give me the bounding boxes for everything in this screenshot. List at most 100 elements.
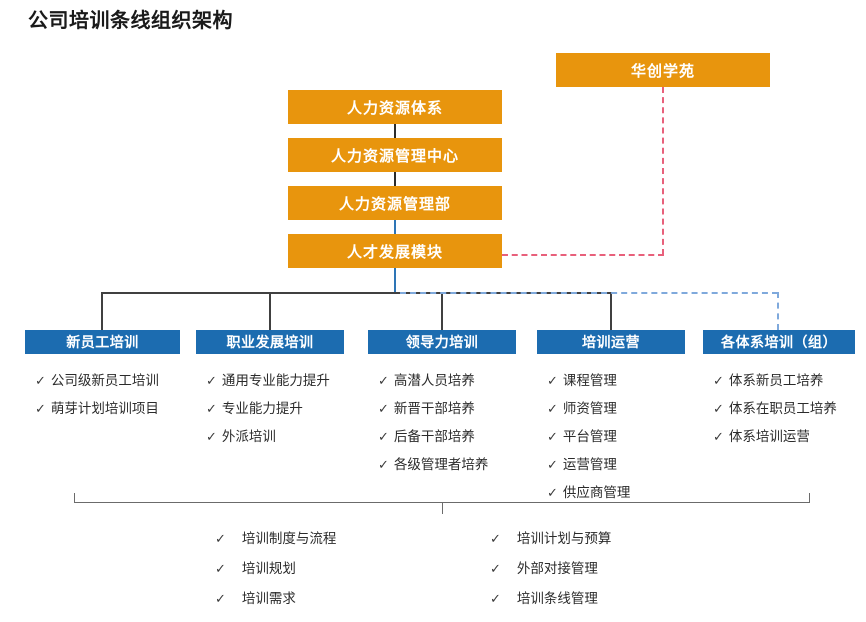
list-item: ✓体系新员工培养 xyxy=(703,367,855,395)
check-icon: ✓ xyxy=(547,429,558,444)
branch-distribution-bar xyxy=(101,292,611,294)
list-item: ✓运营管理 xyxy=(537,451,685,479)
bottom-list-left: ✓ 培训制度与流程 ✓ 培训规划 ✓ 培训需求 xyxy=(215,524,336,614)
list-item: ✓ 培训需求 xyxy=(215,584,336,614)
column-header[interactable]: 培训运营 xyxy=(537,330,685,354)
check-icon: ✓ xyxy=(378,401,389,416)
check-icon: ✓ xyxy=(206,401,217,416)
list-item: ✓外部对接管理 xyxy=(490,554,611,584)
column-leadership-training: 领导力培训 ✓ 高潜人员培养 ✓ 新晋干部培养 ✓ 后备干部培养 ✓ 各级管理者培养 xyxy=(368,330,516,479)
org-box-hr-system[interactable]: 人力资源体系 xyxy=(288,90,502,124)
check-icon: ✓ xyxy=(215,561,226,576)
column-new-employee-training: 新员工培训 ✓公司级新员工培训 ✓萌芽计划培训项目 xyxy=(25,330,180,423)
list-item: ✓ 培训条线管理 xyxy=(490,584,611,614)
check-icon: ✓ xyxy=(378,373,389,388)
list-item-label: 平台管理 xyxy=(562,429,617,444)
check-icon: ✓ xyxy=(215,591,226,606)
list-item-label: 公司级新员工培训 xyxy=(50,373,159,388)
list-item-label: 后备干部培养 xyxy=(393,429,475,444)
check-icon: ✓ xyxy=(206,429,217,444)
column-training-operations: 培训运营 ✓课程管理 ✓ 师资管理 ✓ 平台管理 ✓运营管理 ✓ 供应商管理 xyxy=(537,330,685,507)
column-item-list: ✓课程管理 ✓ 师资管理 ✓ 平台管理 ✓运营管理 ✓ 供应商管理 xyxy=(537,354,685,507)
column-header[interactable]: 新员工培训 xyxy=(25,330,180,354)
org-box-side-academy[interactable]: 华创学苑 xyxy=(556,53,770,87)
branch-drop-4 xyxy=(610,292,612,330)
connector-talent-to-branch-bar xyxy=(394,268,396,292)
check-icon: ✓ xyxy=(378,429,389,444)
connector-hr-center-to-dept xyxy=(394,172,396,186)
bottom-bracket xyxy=(74,493,810,514)
check-icon: ✓ xyxy=(547,401,558,416)
column-header[interactable]: 领导力培训 xyxy=(368,330,516,354)
list-item-label: 各级管理者培养 xyxy=(393,457,489,472)
check-icon: ✓ xyxy=(215,531,226,546)
list-item: ✓ 新晋干部培养 xyxy=(368,395,516,423)
red-dashed-horizontal-connector xyxy=(502,254,664,256)
list-item-label: 体系培训运营 xyxy=(728,429,810,444)
red-dashed-vertical-connector xyxy=(662,87,664,255)
column-item-list: ✓ 高潜人员培养 ✓ 新晋干部培养 ✓ 后备干部培养 ✓ 各级管理者培养 xyxy=(368,354,516,479)
bracket-cap-right xyxy=(809,493,810,502)
page-title: 公司培训条线组织架构 xyxy=(28,10,233,32)
list-item: ✓ 培训制度与流程 xyxy=(215,524,336,554)
list-item: ✓课程管理 xyxy=(537,367,685,395)
list-item-label: 培训条线管理 xyxy=(516,591,598,606)
blue-dashed-branch-drop-5 xyxy=(777,292,779,330)
check-icon: ✓ xyxy=(713,373,724,388)
check-icon: ✓ xyxy=(547,485,558,500)
list-item: ✓ 后备干部培养 xyxy=(368,423,516,451)
check-icon: ✓ xyxy=(490,591,501,606)
list-item-label: 体系在职员工培养 xyxy=(728,401,837,416)
list-item-label: 运营管理 xyxy=(562,457,617,472)
column-header[interactable]: 职业发展培训 xyxy=(196,330,344,354)
column-item-list: ✓ 通用专业能力提升 ✓ 专业能力提升 ✓外派培训 xyxy=(196,354,344,451)
list-item-label: 课程管理 xyxy=(562,373,617,388)
list-item-label: 培训制度与流程 xyxy=(241,531,337,546)
column-item-list: ✓体系新员工培养 ✓ 体系在职员工培养 ✓ 体系培训运营 xyxy=(703,354,855,451)
list-item-label: 高潜人员培养 xyxy=(393,373,475,388)
check-icon: ✓ xyxy=(713,401,724,416)
list-item-label: 新晋干部培养 xyxy=(393,401,475,416)
list-item-label: 外部对接管理 xyxy=(516,561,598,576)
list-item: ✓ 各级管理者培养 xyxy=(368,451,516,479)
column-system-training-group: 各体系培训（组） ✓体系新员工培养 ✓ 体系在职员工培养 ✓ 体系培训运营 xyxy=(703,330,855,451)
check-icon: ✓ xyxy=(490,531,501,546)
check-icon: ✓ xyxy=(713,429,724,444)
org-box-hr-department[interactable]: 人力资源管理部 xyxy=(288,186,502,220)
branch-drop-2 xyxy=(269,292,271,330)
check-icon: ✓ xyxy=(206,373,217,388)
org-box-talent-development[interactable]: 人才发展模块 xyxy=(288,234,502,268)
list-item-label: 供应商管理 xyxy=(562,485,631,500)
branch-drop-3 xyxy=(441,292,443,330)
list-item: ✓ 培训规划 xyxy=(215,554,336,584)
list-item-label: 培训计划与预算 xyxy=(516,531,612,546)
blue-dashed-branch-bar xyxy=(400,292,778,294)
list-item: ✓ 通用专业能力提升 xyxy=(196,367,344,395)
list-item: ✓ 体系在职员工培养 xyxy=(703,395,855,423)
list-item-label: 通用专业能力提升 xyxy=(221,373,330,388)
list-item: ✓ 平台管理 xyxy=(537,423,685,451)
list-item-label: 培训需求 xyxy=(241,591,296,606)
list-item: ✓ 公司级新员工培训 xyxy=(25,367,180,395)
list-item: ✓ 培训计划与预算 xyxy=(490,524,611,554)
check-icon: ✓ xyxy=(35,373,46,388)
column-header[interactable]: 各体系培训（组） xyxy=(703,330,855,354)
list-item: ✓外派培训 xyxy=(196,423,344,451)
list-item-label: 师资管理 xyxy=(562,401,617,416)
connector-hr-system-to-center xyxy=(394,124,396,138)
list-item: ✓ 供应商管理 xyxy=(537,479,685,507)
check-icon: ✓ xyxy=(35,401,46,416)
branch-drop-1 xyxy=(101,292,103,330)
bracket-stem xyxy=(442,502,443,514)
column-item-list: ✓公司级新员工培训 ✓萌芽计划培训项目 xyxy=(25,354,180,423)
connector-hr-dept-to-talent xyxy=(394,220,396,234)
list-item: ✓ 师资管理 xyxy=(537,395,685,423)
check-icon: ✓ xyxy=(378,457,389,472)
bracket-cap-left xyxy=(74,493,75,502)
list-item-label: 培训规划 xyxy=(241,561,296,576)
list-item: ✓ 高潜人员培养 xyxy=(368,367,516,395)
column-career-development-training: 职业发展培训 ✓ 通用专业能力提升 ✓ 专业能力提升 ✓外派培训 xyxy=(196,330,344,451)
org-box-hr-center[interactable]: 人力资源管理中心 xyxy=(288,138,502,172)
list-item-label: 专业能力提升 xyxy=(221,401,303,416)
